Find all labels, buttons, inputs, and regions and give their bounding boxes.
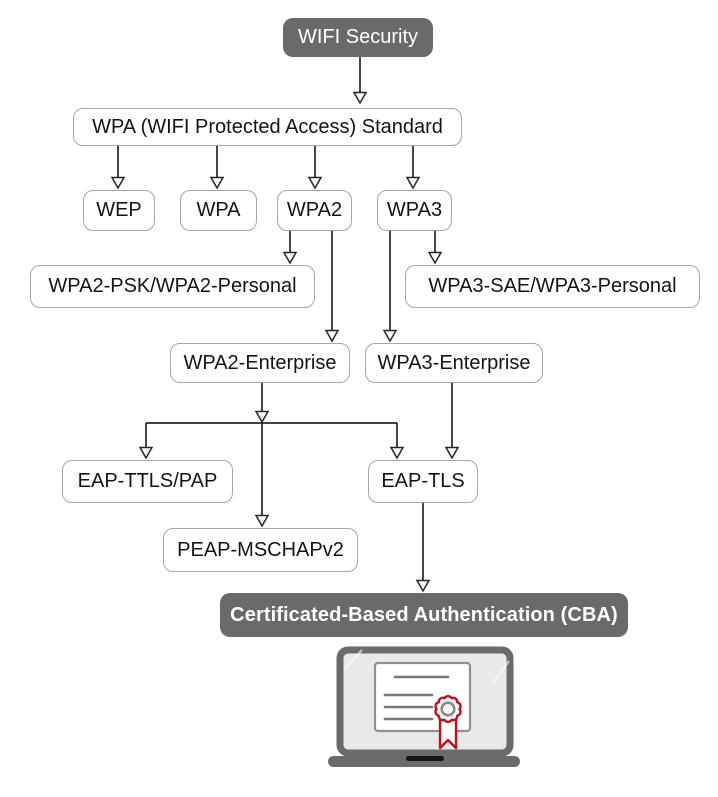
arrowhead-icon xyxy=(307,176,323,190)
edge-wpa-standard-to-wep xyxy=(110,146,126,190)
node-wpa2: WPA2 xyxy=(277,190,352,231)
node-wpa3-sae-personal: WPA3-SAE/WPA3-Personal xyxy=(405,265,700,308)
edge-wpa2-enterprise-to-branch-bar xyxy=(146,383,397,424)
arrowhead-icon xyxy=(254,410,270,424)
edge-wpa-standard-to-wpa2 xyxy=(307,146,323,190)
arrowhead-icon xyxy=(138,446,154,460)
node-wpa: WPA xyxy=(180,190,257,231)
edge-branch-to-eap-ttls-pap xyxy=(138,423,154,460)
edge-wpa2-to-wpa2-psk xyxy=(282,231,298,265)
edge-eap-tls-to-cba xyxy=(415,503,431,593)
node-cba: Certificated-Based Authentication (CBA) xyxy=(220,593,628,637)
node-wpa3: WPA3 xyxy=(377,190,452,231)
node-wpa-standard: WPA (WIFI Protected Access) Standard xyxy=(73,108,462,146)
edge-branch-to-eap-tls xyxy=(389,423,405,460)
arrowhead-icon xyxy=(405,176,421,190)
arrowhead-icon xyxy=(427,251,443,265)
edge-wpa3-enterprise-to-eap-tls xyxy=(444,383,460,460)
node-peap-mschapv2: PEAP-MSCHAPv2 xyxy=(163,528,358,572)
edge-wpa3-to-wpa3-enterprise xyxy=(382,231,398,343)
node-wpa2-enterprise: WPA2-Enterprise xyxy=(170,343,350,383)
arrowhead-icon xyxy=(352,91,368,105)
edge-wpa2-to-wpa2-enterprise xyxy=(324,231,340,343)
arrowhead-icon xyxy=(415,579,431,593)
arrowhead-icon xyxy=(444,446,460,460)
arrowhead-icon xyxy=(209,176,225,190)
arrowhead-icon xyxy=(324,329,340,343)
node-wifi-security: WIFI Security xyxy=(283,18,433,57)
edge-wifi-security-to-wpa-standard xyxy=(352,57,368,105)
node-wpa3-enterprise: WPA3-Enterprise xyxy=(365,343,543,383)
arrowhead-icon xyxy=(382,329,398,343)
arrowhead-icon xyxy=(110,176,126,190)
node-eap-ttls-pap: EAP-TTLS/PAP xyxy=(62,460,233,503)
certificate-seal-icon xyxy=(434,695,462,723)
arrowhead-icon xyxy=(389,446,405,460)
edge-wpa-standard-to-wpa xyxy=(209,146,225,190)
edge-branch-to-peap-mschapv2 xyxy=(254,423,270,528)
laptop-base xyxy=(328,756,520,767)
arrowhead-icon xyxy=(254,514,270,528)
node-wep: WEP xyxy=(83,190,155,231)
edge-wpa-standard-to-wpa3 xyxy=(405,146,421,190)
node-wpa2-psk-personal: WPA2-PSK/WPA2-Personal xyxy=(30,265,315,308)
node-eap-tls: EAP-TLS xyxy=(368,460,478,503)
arrowhead-icon xyxy=(282,251,298,265)
edge-wpa3-to-wpa3-sae xyxy=(427,231,443,265)
